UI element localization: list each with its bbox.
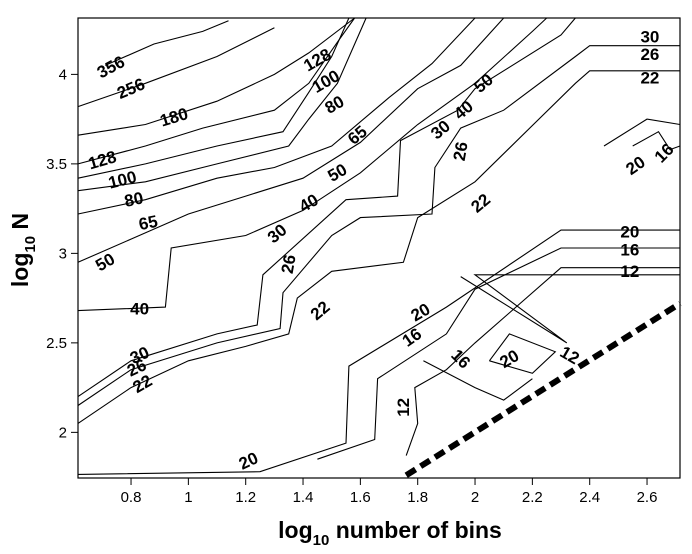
contour-label: 12 — [394, 398, 413, 417]
y-tick-label: 4 — [59, 66, 67, 83]
contour-line-40 — [77, 17, 548, 312]
x-tick-label: 1.4 — [293, 489, 314, 506]
contour-line-20 — [603, 118, 681, 147]
plot-frame — [77, 17, 681, 479]
contour-label: 65 — [137, 212, 159, 235]
contour-line-16 — [423, 360, 533, 401]
contour-lines — [77, 17, 681, 475]
contour-line-20 — [77, 229, 680, 475]
contour-line-80 — [77, 17, 367, 192]
contour-line-16 — [632, 130, 681, 151]
contour-label: 80 — [123, 188, 145, 211]
contour-line-50 — [77, 17, 505, 263]
contour-line-12 — [405, 267, 680, 456]
contour-label: 22 — [640, 68, 659, 87]
contour-label: 26 — [278, 253, 300, 275]
contour-label: 20 — [620, 222, 639, 241]
y-axis: 2 2.5 3 3.5 4 — [46, 66, 78, 441]
x-tick-label: 1.8 — [407, 489, 428, 506]
y-axis-title-rest: N — [7, 213, 33, 236]
contour-line-12 — [460, 274, 680, 344]
contour-line-26 — [77, 45, 680, 406]
contour-line-20 — [488, 333, 557, 374]
x-tick-label: 1.6 — [350, 489, 371, 506]
contour-label: 16 — [620, 240, 639, 259]
contour-line-22 — [77, 70, 680, 424]
contour-line-30 — [77, 17, 576, 398]
y-axis-title-sub: 10 — [22, 236, 39, 253]
x-tick-label: 2.6 — [637, 489, 658, 506]
contour-label: 40 — [130, 299, 149, 318]
y-axis-title: log10 N — [7, 213, 39, 287]
y-tick-label: 2.5 — [46, 335, 67, 352]
x-tick-label: 0.8 — [121, 489, 142, 506]
y-tick-label: 3 — [59, 245, 67, 262]
contour-label: 30 — [640, 27, 659, 46]
x-tick-label: 2.2 — [522, 489, 543, 506]
contour-label: 26 — [450, 140, 472, 162]
x-axis: 0.8 1 1.2 1.4 1.6 1.8 2 2.2 2.4 2.6 — [121, 478, 658, 506]
x-tick-label: 2 — [471, 489, 479, 506]
y-axis-title-base: log — [7, 253, 33, 288]
contour-label: 12 — [620, 262, 639, 281]
contour-line-128 — [77, 17, 356, 165]
x-axis-title: log10 number of bins — [278, 517, 502, 549]
contour-line-180 — [77, 17, 355, 136]
x-tick-label: 1.2 — [235, 489, 256, 506]
contour-line-356 — [104, 20, 229, 66]
x-tick-label: 2.4 — [579, 489, 600, 506]
x-axis-title-sub: 10 — [313, 532, 330, 549]
contour-line-100 — [77, 17, 350, 179]
x-tick-label: 1 — [184, 489, 192, 506]
x-axis-title-rest: number of bins — [329, 517, 502, 543]
boundary-dashed-line — [404, 300, 682, 478]
x-axis-title-base: log — [278, 517, 313, 543]
contour-line-256 — [77, 27, 275, 108]
y-tick-label: 2 — [59, 424, 67, 441]
contour-line-65 — [77, 17, 476, 215]
y-tick-label: 3.5 — [46, 156, 67, 173]
contour-label: 26 — [640, 45, 659, 64]
boundary-line — [404, 300, 682, 478]
contour-line-16 — [317, 247, 680, 460]
